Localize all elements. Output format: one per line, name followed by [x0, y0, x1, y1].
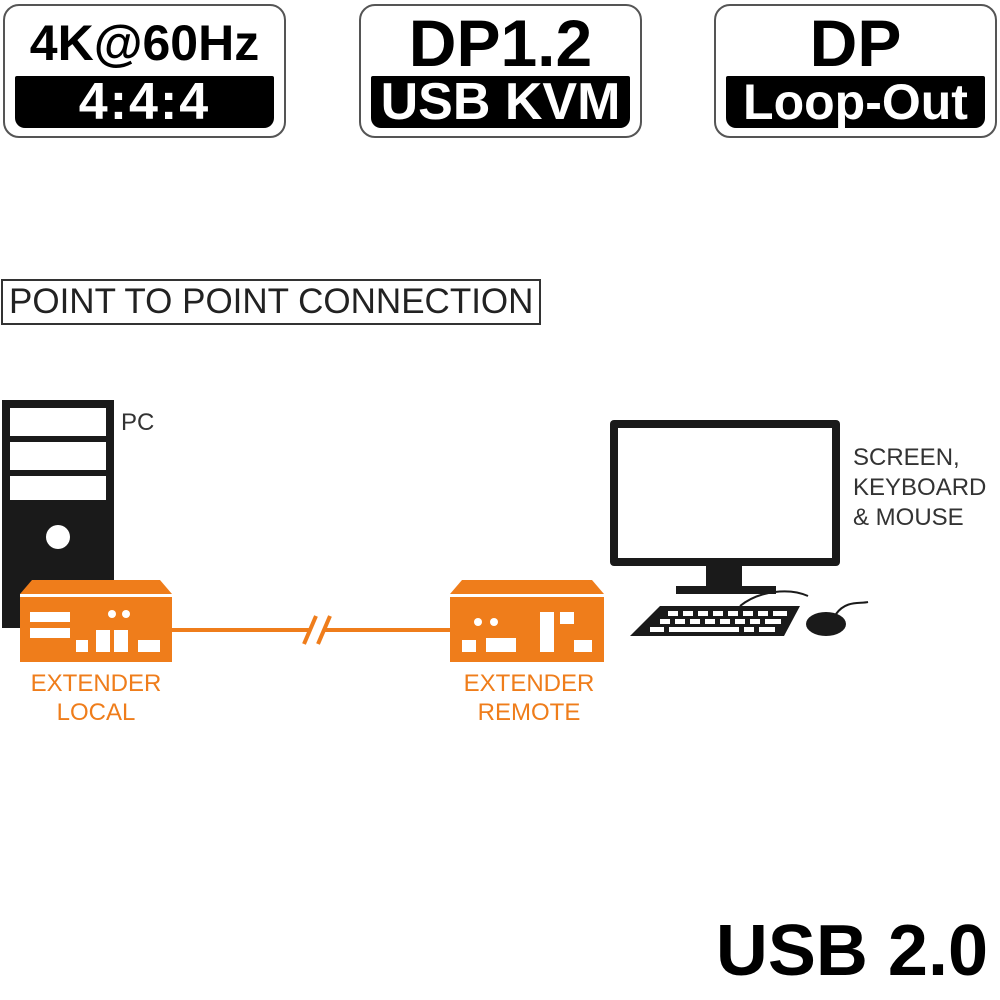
badge-loop-title: DP	[809, 6, 902, 80]
extender-local-icon	[20, 580, 172, 662]
badge-dp-subtitle: USB KVM	[371, 76, 630, 128]
badge-resolution-title: 4K@60Hz	[29, 15, 260, 71]
monitor-icon	[610, 420, 840, 594]
extender-local-line1: EXTENDER	[30, 670, 162, 697]
peripherals-label: SCREEN, KEYBOARD & MOUSE	[853, 444, 987, 531]
pc-label: PC	[121, 409, 155, 436]
badge-resolution: 4K@60Hz 4:4:4	[3, 4, 286, 138]
section-title: POINT TO POINT CONNECTION	[1, 279, 541, 325]
extender-local-line2: LOCAL	[56, 699, 136, 726]
extender-remote-icon	[450, 580, 604, 662]
extender-remote-line1: EXTENDER	[463, 670, 595, 697]
extender-remote-line2: REMOTE	[477, 699, 581, 726]
mouse-icon	[806, 601, 869, 636]
keyboard-icon	[630, 590, 809, 636]
extender-remote-label: EXTENDER REMOTE	[444, 669, 614, 727]
usb-version-label: USB 2.0	[715, 911, 988, 991]
badge-loop-subtitle: Loop-Out	[726, 76, 985, 128]
badge-dp-title: DP1.2	[408, 6, 593, 80]
badge-loop-out: DP Loop-Out	[714, 4, 997, 138]
extender-local-label: EXTENDER LOCAL	[11, 669, 181, 727]
cable-line	[172, 615, 452, 645]
connection-diagram	[2, 400, 869, 662]
badge-resolution-subtitle: 4:4:4	[15, 76, 274, 128]
badge-dp-usb-kvm: DP1.2 USB KVM	[359, 4, 642, 138]
